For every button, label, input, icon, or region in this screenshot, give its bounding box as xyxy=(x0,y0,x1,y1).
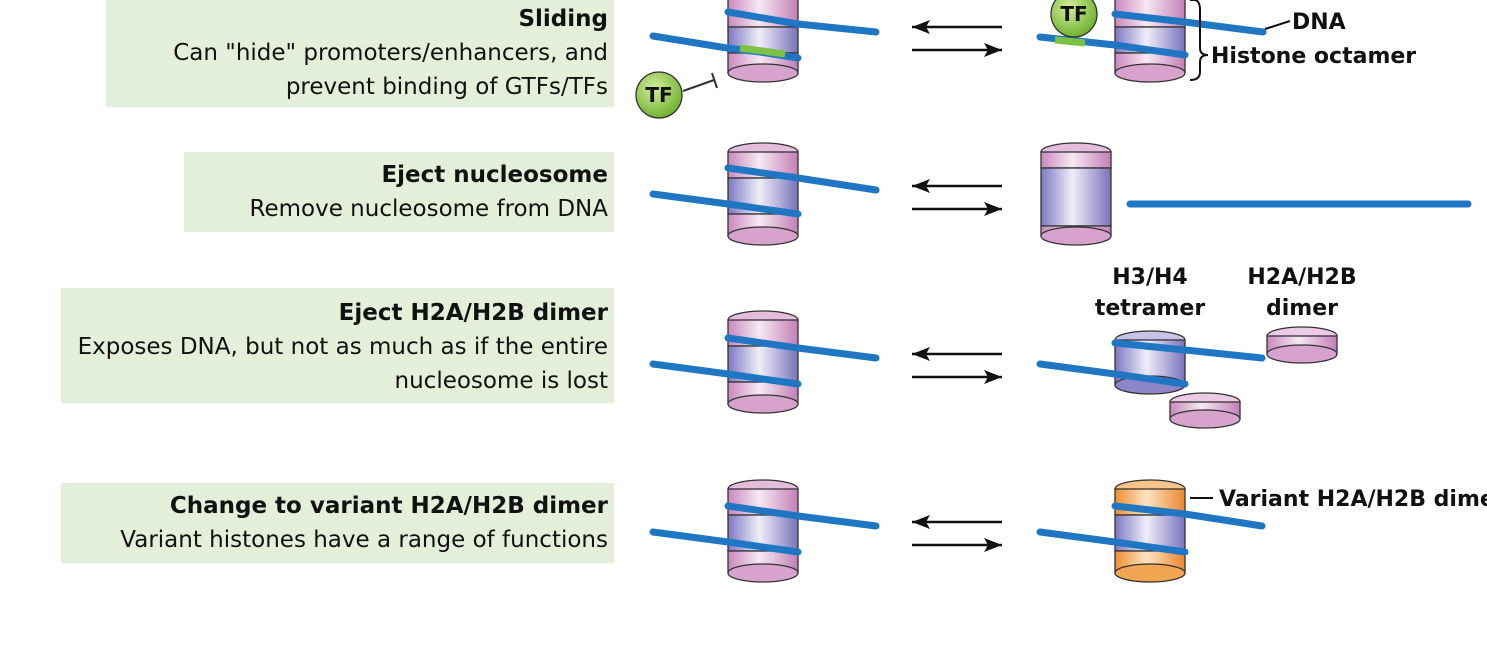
row-variant-box: Change to variant H2A/H2B dimer Variant … xyxy=(61,483,614,563)
h2ah2b-dimer-bottom xyxy=(1169,392,1241,429)
free-histone-octamer xyxy=(1040,142,1112,246)
equilibrium-arrows-row2 xyxy=(912,179,1002,216)
row-title: Change to variant H2A/H2B dimer xyxy=(169,493,608,519)
row-desc-line: Variant histones have a range of functio… xyxy=(120,527,608,553)
row-desc-line: Remove nucleosome from DNA xyxy=(249,196,608,222)
row-title: Eject nucleosome xyxy=(381,162,608,188)
tf-unbound: TF xyxy=(635,71,718,119)
row-desc-line: Exposes DNA, but not as much as if the e… xyxy=(77,334,608,360)
row-desc-line: Can "hide" promoters/enhancers, and xyxy=(173,40,608,66)
nucleosome-right-row1 xyxy=(1036,0,1267,83)
equilibrium-arrows-row3 xyxy=(912,347,1002,384)
row-eject-dimer-box: Eject H2A/H2B dimer Exposes DNA, but not… xyxy=(61,288,614,403)
row-desc-line: prevent binding of GTFs/TFs xyxy=(285,74,608,100)
nucleosome-left-row1 xyxy=(649,0,880,83)
tf-label: TF xyxy=(1060,2,1087,26)
nucleosome-left-row3 xyxy=(649,310,880,414)
row-sliding-box: Sliding Can "hide" promoters/enhancers, … xyxy=(106,0,614,107)
tf-label: TF xyxy=(645,83,672,107)
row-eject-nucleosome-box: Eject nucleosome Remove nucleosome from … xyxy=(184,152,614,232)
h2ah2b-dimer-top xyxy=(1266,326,1338,364)
h3h4-label-line2: tetramer xyxy=(1095,296,1205,321)
row-title: Sliding xyxy=(518,6,608,32)
h2ah2b-label-line1: H2A/H2B xyxy=(1247,265,1356,290)
histone-octamer-label: Histone octamer xyxy=(1211,44,1416,69)
equilibrium-arrows-row1 xyxy=(912,20,1002,57)
dna-label: DNA xyxy=(1292,10,1346,35)
variant-nucleosome xyxy=(1036,479,1266,583)
tf-bound: TF xyxy=(1050,0,1098,38)
nucleosome-left-row4 xyxy=(649,479,880,583)
tf-circle xyxy=(1050,0,1098,38)
histone-octamer-callout: Histone octamer xyxy=(1189,0,1416,81)
row-desc-line: nucleosome is lost xyxy=(394,368,608,394)
h3h4-tetramer xyxy=(1036,330,1266,395)
dna-callout: DNA xyxy=(1264,10,1346,35)
variant-label: Variant H2A/H2B dimer xyxy=(1219,487,1487,512)
tf-circle xyxy=(635,71,683,119)
h3h4-label-line1: H3/H4 xyxy=(1112,265,1187,290)
row-title: Eject H2A/H2B dimer xyxy=(338,300,608,326)
equilibrium-arrows-row4 xyxy=(912,515,1002,552)
brace xyxy=(1189,0,1209,81)
nucleosome-left-row2 xyxy=(649,142,880,246)
inhibition-bar xyxy=(682,72,718,92)
h2ah2b-label-line2: dimer xyxy=(1266,296,1338,321)
